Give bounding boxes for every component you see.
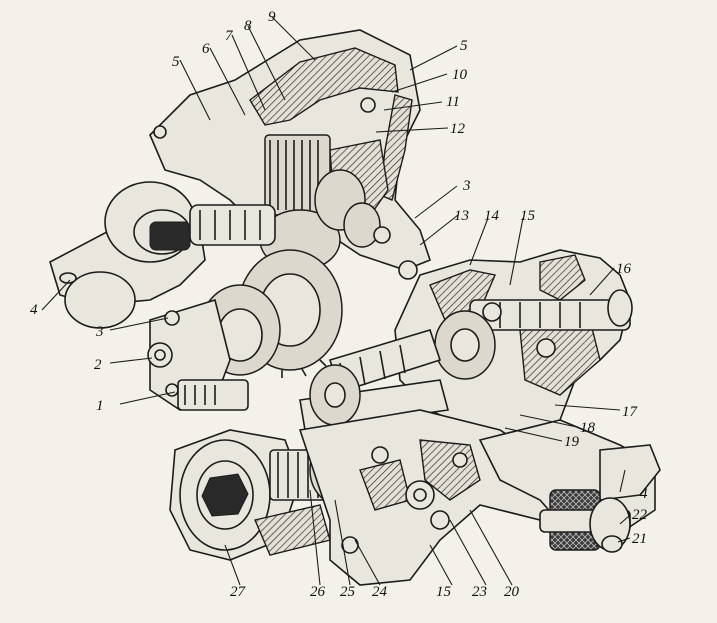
callout-4-left: 4 (30, 302, 38, 318)
callout-27: 27 (230, 584, 247, 600)
callout-19: 19 (564, 434, 580, 450)
callout-labels: 1 2 3 3 4 4 5 5 6 7 8 9 10 11 12 13 14 1… (30, 9, 648, 600)
callout-12: 12 (450, 121, 466, 137)
callout-2: 2 (94, 357, 102, 373)
callout-3-right: 3 (462, 178, 471, 194)
callout-20: 20 (504, 584, 520, 600)
callout-18: 18 (580, 420, 596, 436)
callout-22: 22 (632, 507, 648, 523)
callout-3-left: 3 (95, 324, 104, 340)
callout-15-bottom: 15 (436, 584, 452, 600)
callout-15-top: 15 (520, 208, 536, 224)
callout-10: 10 (452, 67, 468, 83)
left-bracket (147, 298, 249, 411)
callout-23: 23 (472, 584, 487, 600)
callout-5-left: 5 (172, 54, 180, 70)
callout-25: 25 (340, 584, 356, 600)
central-shafts (299, 329, 450, 431)
callout-8: 8 (244, 18, 252, 34)
callout-13: 13 (454, 208, 469, 224)
callout-21: 21 (632, 531, 647, 547)
leader-lines (41, 16, 631, 586)
callout-26: 26 (310, 584, 326, 600)
callout-16: 16 (616, 261, 632, 277)
input-flange (49, 181, 276, 329)
callout-17: 17 (622, 404, 639, 420)
callout-7: 7 (225, 28, 234, 44)
callout-6: 6 (202, 41, 210, 57)
callout-24: 24 (372, 584, 388, 600)
callout-14: 14 (484, 208, 500, 224)
right-support-arm (478, 419, 661, 553)
callout-11: 11 (446, 94, 460, 110)
callout-1: 1 (96, 398, 104, 414)
callout-5-right: 5 (460, 38, 468, 54)
callout-4-right: 4 (640, 486, 648, 502)
output-shaft-housing (373, 226, 633, 441)
callout-9: 9 (268, 9, 276, 25)
